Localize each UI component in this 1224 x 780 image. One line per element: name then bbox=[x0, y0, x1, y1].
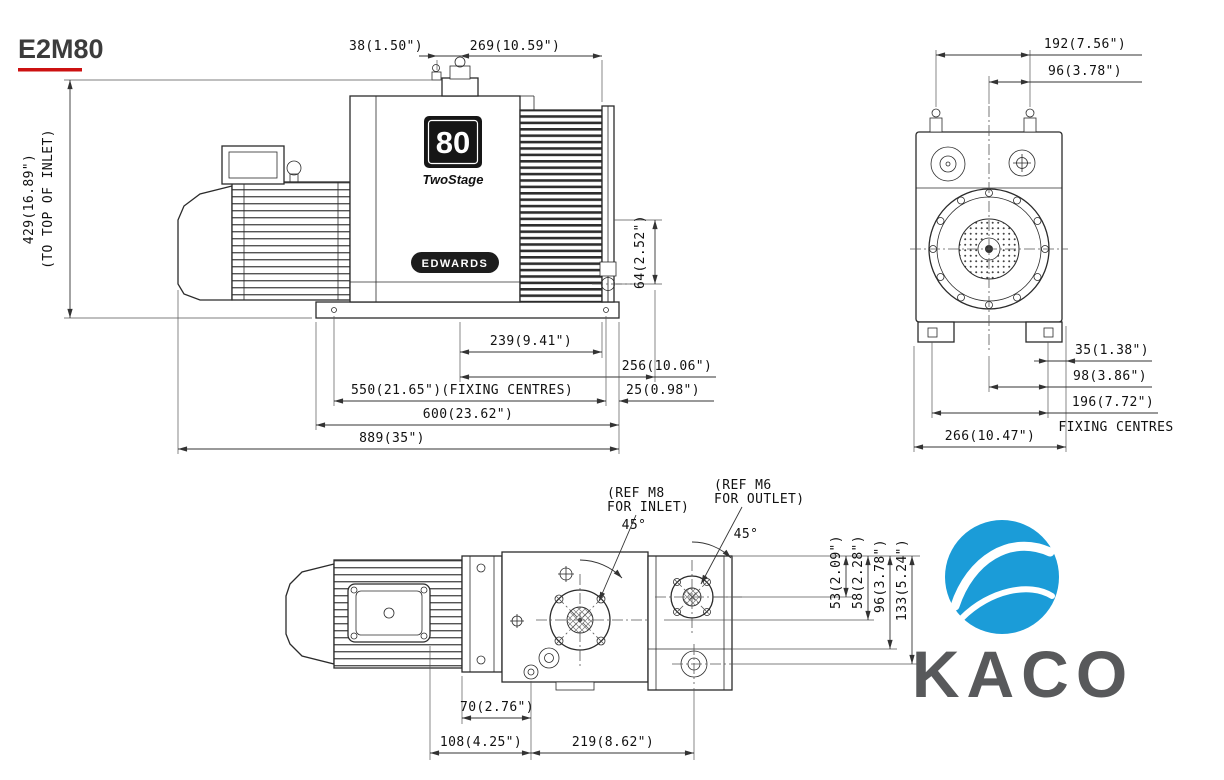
dim-64-label: 64(2.52") bbox=[633, 215, 648, 289]
dim-256-label: 256(10.06") bbox=[622, 359, 713, 374]
motor-end-bell bbox=[177, 185, 233, 301]
kaco-logo: KACO bbox=[912, 520, 1134, 711]
terminal-box-top bbox=[347, 583, 431, 643]
top-view-pump-drawing bbox=[285, 551, 745, 691]
side-view-dimensions: 38(1.50") 269(10.59") 429(16.89") (TO TO… bbox=[22, 39, 716, 454]
side-view-pump-drawing: 80 TwoStage EDWARDS bbox=[177, 56, 632, 319]
top-view: (REF M8 FOR INLET) 45° (REF M6 FOR OUTLE… bbox=[285, 478, 920, 760]
dim-96-top-label: 96(3.78") bbox=[873, 539, 888, 613]
dim-269-label: 269(10.59") bbox=[470, 39, 561, 54]
outlet-fitting bbox=[599, 261, 617, 277]
dim-133-label: 133(5.24") bbox=[895, 539, 910, 621]
dim-38-label: 38(1.50") bbox=[349, 39, 423, 54]
ref-outlet-label-1: (REF M6 bbox=[714, 478, 772, 493]
dim-96-label: 96(3.78") bbox=[1048, 64, 1122, 79]
dim-192-label: 192(7.56") bbox=[1044, 37, 1126, 52]
dim-35-label: 35(1.38") bbox=[1075, 343, 1149, 358]
ref-inlet-label-1: (REF M8 bbox=[607, 486, 665, 501]
model-title: E2M80 bbox=[18, 34, 104, 64]
model-badge: 80 bbox=[424, 116, 482, 168]
kaco-swoosh-upper bbox=[950, 541, 1055, 611]
dim-266-label: 266(10.47") bbox=[945, 429, 1036, 444]
dim-108-label: 108(4.25") bbox=[440, 735, 522, 750]
dim-25-label: 25(0.98") bbox=[626, 383, 700, 398]
title-underline bbox=[18, 68, 82, 72]
dim-429-label: 429(16.89") bbox=[22, 154, 37, 245]
inlet-flange bbox=[536, 574, 664, 666]
brand-logo: EDWARDS bbox=[411, 252, 499, 273]
ref-inlet-label-2: FOR INLET) bbox=[607, 500, 689, 515]
front-view-pump-drawing bbox=[910, 106, 1068, 352]
angle-45-outlet-label: 45° bbox=[734, 527, 759, 542]
fixing-centres-label: FIXING CENTRES bbox=[1058, 420, 1173, 435]
dim-239-label: 239(9.41") bbox=[490, 334, 572, 349]
badge-series-label: TwoStage bbox=[423, 172, 484, 187]
top-view-dimensions: (REF M8 FOR INLET) 45° (REF M6 FOR OUTLE… bbox=[429, 478, 920, 760]
dim-219-label: 219(8.62") bbox=[572, 735, 654, 750]
badge-number: 80 bbox=[436, 125, 470, 160]
side-view: 80 TwoStage EDWARDS bbox=[22, 39, 716, 454]
fin-stack bbox=[519, 109, 603, 303]
kaco-wordmark: KACO bbox=[912, 637, 1134, 711]
inlet-port bbox=[441, 77, 479, 97]
angle-45-inlet-label: 45° bbox=[622, 518, 647, 533]
dim-53-label: 53(2.09") bbox=[829, 535, 844, 609]
motor-end-bell-top bbox=[285, 563, 335, 665]
front-view: 192(7.56") 96(3.78") 35(1.38") 98(3.86")… bbox=[910, 37, 1173, 452]
oil-filler bbox=[930, 146, 966, 182]
shaft-end bbox=[1008, 149, 1036, 177]
dim-58-label: 58(2.28") bbox=[851, 535, 866, 609]
dim-429-note: (TO TOP OF INLET) bbox=[41, 129, 56, 269]
gas-ballast-top bbox=[538, 647, 560, 669]
dim-600-label: 600(23.62") bbox=[423, 407, 514, 422]
dim-889-label: 889(35") bbox=[359, 431, 425, 446]
dim-550-label: 550(21.65")(FIXING CENTRES) bbox=[351, 383, 573, 398]
kaco-swoosh-lower bbox=[959, 586, 1055, 621]
lifting-eye bbox=[286, 160, 302, 176]
front-view-dimensions: 192(7.56") 96(3.78") 35(1.38") 98(3.86")… bbox=[913, 37, 1173, 452]
dim-196-label: 196(7.72") bbox=[1072, 395, 1154, 410]
brand-label: EDWARDS bbox=[422, 258, 489, 270]
dim-98-label: 98(3.86") bbox=[1073, 369, 1147, 384]
dim-70-label: 70(2.76") bbox=[460, 700, 534, 715]
motor-body bbox=[231, 181, 351, 301]
ref-outlet-label-2: FOR OUTLET) bbox=[714, 492, 805, 507]
page-title: E2M80 bbox=[18, 34, 104, 72]
